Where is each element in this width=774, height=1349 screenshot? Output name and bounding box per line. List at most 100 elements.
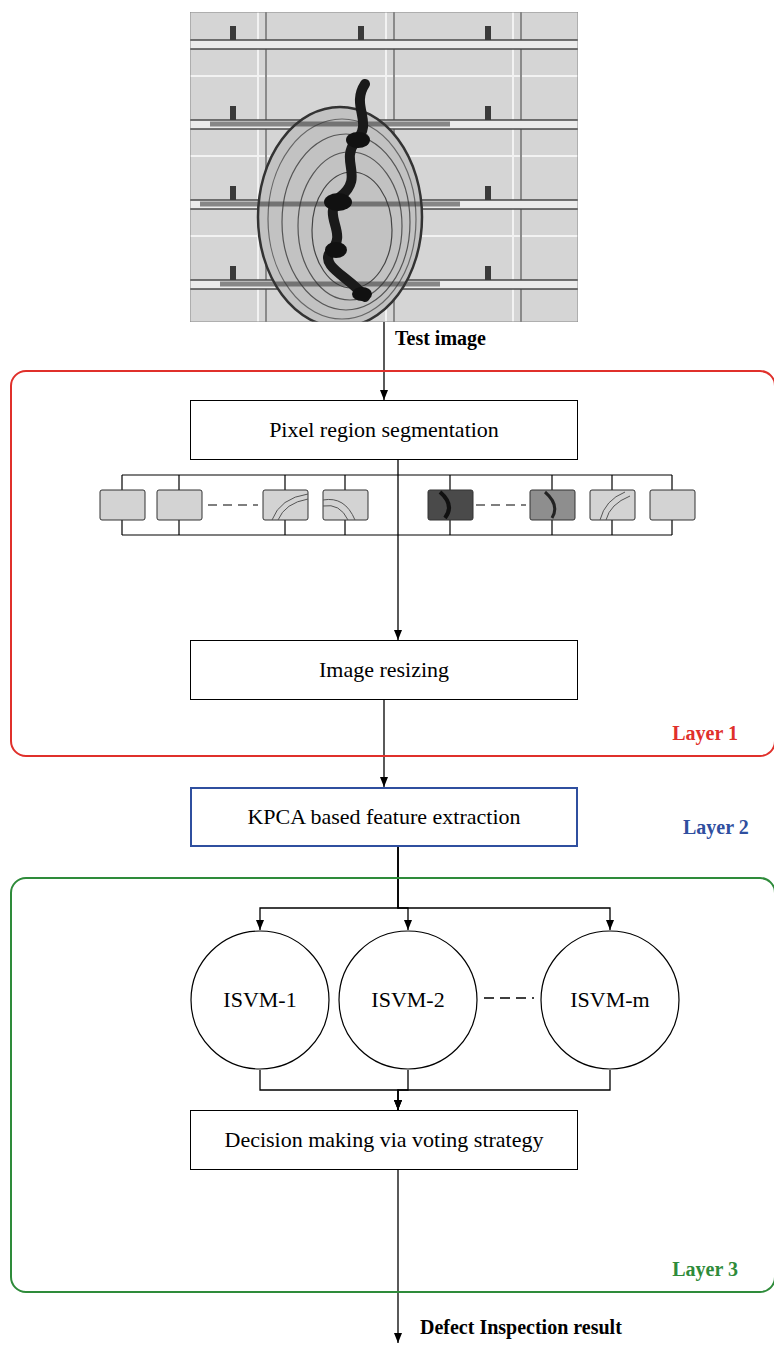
classifier-label: ISVM-m: [570, 987, 649, 1013]
flow-arrow: [383, 700, 384, 787]
segment-tile: [263, 490, 308, 520]
defect-streak: [328, 84, 365, 297]
process-box: Image resizing: [190, 640, 578, 700]
flow-arrow: [398, 847, 408, 930]
segment-wires: [122, 475, 672, 535]
defect-spot: [324, 193, 352, 211]
defect-spot: [346, 132, 370, 148]
split-bus: [122, 474, 672, 475]
tile-arc: [323, 506, 348, 520]
defect-spot: [352, 287, 372, 301]
layer-label: Layer 2: [683, 816, 749, 839]
process-box: KPCA based feature extraction: [190, 787, 578, 847]
wire: [449, 520, 450, 535]
wire: [611, 475, 612, 490]
flow-arrow: [398, 847, 610, 930]
layer-label: Layer 3: [672, 1258, 738, 1281]
segment-tile: [323, 490, 368, 520]
process-label: Decision making via voting strategy: [225, 1127, 544, 1153]
tile-streak: [440, 492, 449, 518]
flow-arrow: [383, 322, 384, 400]
process-label: Pixel region segmentation: [269, 417, 499, 443]
wire: [671, 475, 672, 490]
process-box: Decision making via voting strategy: [190, 1110, 578, 1170]
ellipsis-dash: [484, 997, 534, 999]
test-image: [190, 12, 578, 322]
defect-ring: [268, 119, 416, 319]
wire: [284, 475, 285, 490]
wire: [551, 475, 552, 490]
flow-arrow: [260, 1070, 398, 1110]
tft-tab: [485, 266, 491, 280]
process-box: Pixel region segmentation: [190, 400, 578, 460]
defect-spot: [325, 242, 347, 258]
tile-arc: [606, 496, 630, 520]
wire: [611, 520, 612, 535]
wire: [344, 475, 345, 490]
wire: [344, 520, 345, 535]
layer-group: Layer 1 Pixel region segmentationImage re…: [10, 370, 774, 757]
image-frame: [190, 12, 578, 322]
wire: [551, 520, 552, 535]
gate-line: [190, 40, 578, 49]
segment-tile: [157, 490, 202, 520]
tile-streak: [545, 492, 555, 518]
cell-line: [512, 12, 514, 322]
classifier-circle: ISVM-m: [540, 930, 680, 1070]
classifier-circle: ISVM-2: [338, 930, 478, 1070]
wire: [121, 520, 122, 535]
output-arrow: [397, 1170, 398, 1343]
segment-tile: [100, 490, 145, 520]
tft-tab: [230, 26, 236, 40]
classifier-label: ISVM-1: [223, 987, 296, 1013]
smear: [220, 282, 440, 287]
segment-tile: [650, 490, 695, 520]
tft-tab: [230, 106, 236, 120]
tft-tab: [230, 266, 236, 280]
merge-bus: [122, 534, 672, 535]
classifier-circle: ISVM-1: [190, 930, 330, 1070]
tft-tab: [485, 186, 491, 200]
defect-spots: [324, 132, 372, 301]
wire: [178, 520, 179, 535]
flow-arrow: [397, 460, 398, 640]
flow-arrow: [398, 1070, 610, 1110]
tile-arc: [600, 492, 625, 520]
ellipsis-dash: [208, 504, 258, 505]
tile-patterns: [272, 492, 630, 520]
test-image-frame: Test image: [190, 12, 578, 322]
process-label: Image resizing: [319, 657, 449, 683]
tile-arc: [278, 499, 308, 520]
defect-rings: [258, 107, 422, 322]
layer-group: Layer 3 ISVM-1 ISVM-2 ISVM-mDecision making…: [10, 877, 774, 1293]
image-caption: Test image: [395, 327, 486, 350]
output-label: Defect Inspection result: [420, 1316, 622, 1339]
defect-ring: [258, 107, 422, 322]
smear: [210, 122, 450, 127]
ellipsis-dash: [476, 504, 526, 505]
tile-arc: [272, 494, 308, 520]
segment-tile: [530, 490, 575, 520]
wire: [121, 475, 122, 490]
tft-tab: [485, 106, 491, 120]
tft-tab: [485, 26, 491, 40]
wire: [671, 520, 672, 535]
layer-label: Layer 1: [672, 722, 738, 745]
segment-tile: [428, 490, 473, 520]
cell-line: [257, 12, 259, 322]
wire: [284, 520, 285, 535]
wire: [449, 475, 450, 490]
tile-arc: [323, 499, 355, 520]
circle-shape: [339, 931, 477, 1069]
segment-tile: [590, 490, 635, 520]
classifier-label: ISVM-2: [371, 987, 444, 1013]
tft-tab: [230, 186, 236, 200]
flow-arrow: [260, 847, 398, 930]
wire: [178, 475, 179, 490]
circle-shape: [191, 931, 329, 1069]
tft-tab: [358, 26, 364, 40]
process-label: KPCA based feature extraction: [247, 804, 520, 830]
cell-line: [190, 75, 578, 77]
